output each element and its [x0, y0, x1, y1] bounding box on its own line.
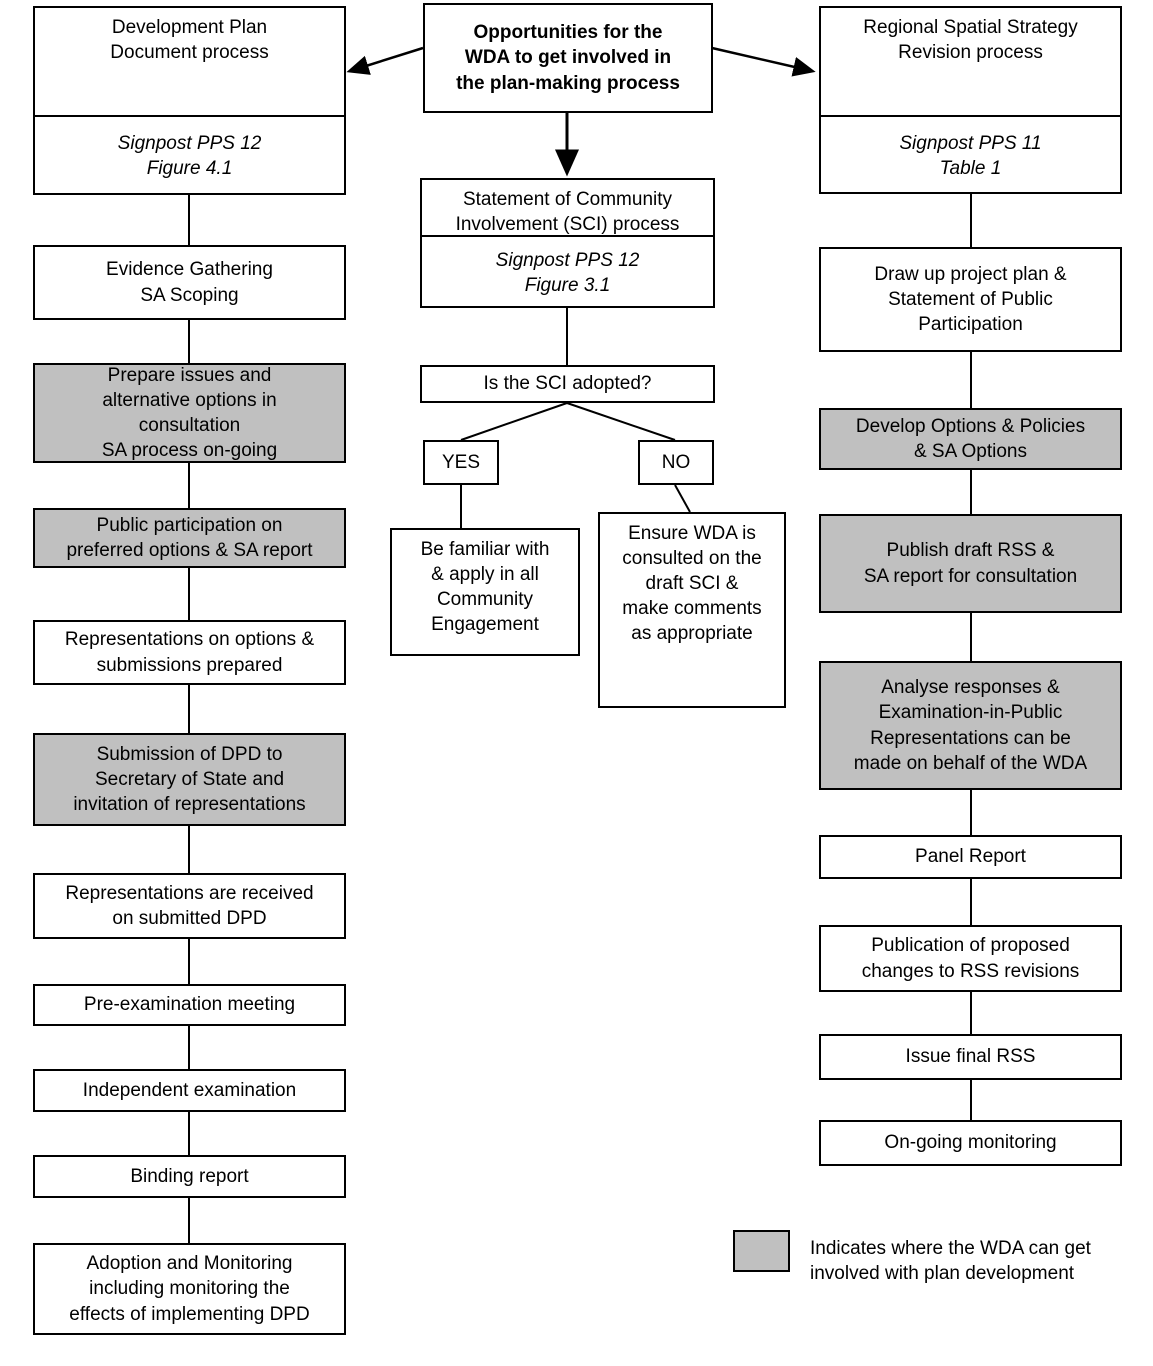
left-step-binding-report[interactable]: Binding report	[33, 1155, 346, 1198]
right-header-signpost-seg: Signpost PPS 11 Table 1	[821, 117, 1120, 192]
right-step-label: On-going monitoring	[884, 1132, 1057, 1154]
left-step-public-participation[interactable]: Public participation on preferred option…	[33, 508, 346, 568]
edge-no-to-outcome	[674, 484, 691, 513]
right-step-label: Analyse responses & Examination-in-Publi…	[853, 677, 1088, 774]
left-step-label: Public participation on preferred option…	[66, 514, 313, 561]
middle-branch-no-label: NO	[661, 451, 691, 473]
left-header-title-seg: Development Plan Document process	[35, 8, 344, 117]
right-step-analyse-responses[interactable]: Analyse responses & Examination-in-Publi…	[819, 661, 1122, 790]
left-header-signpost: Signpost PPS 12 Figure 4.1	[117, 133, 262, 180]
middle-decision-label: Is the SCI adopted?	[483, 373, 652, 395]
left-step-label: Evidence Gathering SA Scoping	[106, 259, 273, 306]
legend-swatch	[733, 1230, 790, 1272]
left-step-label: Prepare issues and alternative options i…	[101, 364, 278, 462]
left-step-representations-options[interactable]: Representations on options & submissions…	[33, 620, 346, 685]
middle-header-signpost: Signpost PPS 12 Figure 3.1	[495, 249, 640, 296]
right-step-ongoing-monitoring[interactable]: On-going monitoring	[819, 1120, 1122, 1166]
edge-title-to-left	[346, 46, 424, 75]
left-step-label: Independent examination	[82, 1079, 297, 1101]
left-header-title: Development Plan Document process	[110, 17, 269, 64]
left-step-adoption-monitoring[interactable]: Adoption and Monitoring including monito…	[33, 1243, 346, 1335]
right-step-label: Develop Options & Policies & SA Options	[855, 415, 1086, 462]
middle-header-signpost-seg: Signpost PPS 12 Figure 3.1	[422, 237, 713, 306]
left-step-evidence-gathering[interactable]: Evidence Gathering SA Scoping	[33, 245, 346, 320]
right-step-draw-up-project-plan[interactable]: Draw up project plan & Statement of Publ…	[819, 247, 1122, 352]
edge-decision-to-yes	[460, 402, 568, 441]
edge-title-to-right	[711, 46, 816, 77]
left-step-independent-examination[interactable]: Independent examination	[33, 1069, 346, 1112]
middle-branch-no[interactable]: NO	[638, 440, 714, 485]
right-step-develop-options[interactable]: Develop Options & Policies & SA Options	[819, 408, 1122, 470]
middle-outcome-yes[interactable]: Be familiar with & apply in all Communit…	[390, 528, 580, 656]
middle-branch-yes[interactable]: YES	[423, 440, 499, 485]
left-step-submission-dpd[interactable]: Submission of DPD to Secretary of State …	[33, 733, 346, 826]
middle-header-title-seg: Statement of Community Involvement (SCI)…	[422, 180, 713, 237]
right-step-publish-draft-rss[interactable]: Publish draft RSS & SA report for consul…	[819, 514, 1122, 613]
middle-outcome-yes-label: Be familiar with & apply in all Communit…	[420, 539, 550, 636]
right-header-signpost: Signpost PPS 11 Table 1	[899, 132, 1042, 179]
middle-decision-sci-adopted[interactable]: Is the SCI adopted?	[420, 365, 715, 403]
left-header-box[interactable]: Development Plan Document process Signpo…	[33, 6, 346, 195]
left-step-label: Binding report	[130, 1165, 249, 1187]
edge-decision-to-no	[566, 402, 676, 441]
title-box-label: Opportunities for the WDA to get involve…	[456, 22, 680, 94]
right-step-publication-proposed-changes[interactable]: Publication of proposed changes to RSS r…	[819, 925, 1122, 992]
left-step-label: Representations on options & submissions…	[64, 629, 315, 676]
left-step-label: Representations are received on submitte…	[65, 882, 314, 929]
right-header-box[interactable]: Regional Spatial Strategy Revision proce…	[819, 6, 1122, 194]
right-header-title-seg: Regional Spatial Strategy Revision proce…	[821, 8, 1120, 117]
right-step-label: Draw up project plan & Statement of Publ…	[874, 263, 1067, 336]
right-step-label: Publish draft RSS & SA report for consul…	[863, 540, 1078, 587]
left-header-signpost-seg: Signpost PPS 12 Figure 4.1	[35, 117, 344, 193]
right-step-panel-report[interactable]: Panel Report	[819, 835, 1122, 879]
left-step-label: Adoption and Monitoring including monito…	[69, 1253, 310, 1325]
middle-outcome-no[interactable]: Ensure WDA is consulted on the draft SCI…	[598, 512, 786, 708]
legend-text: Indicates where the WDA can get involved…	[810, 1238, 1091, 1285]
middle-header-box[interactable]: Statement of Community Involvement (SCI)…	[420, 178, 715, 308]
right-step-label: Panel Report	[915, 846, 1026, 868]
middle-branch-yes-label: YES	[441, 451, 481, 473]
right-step-label: Issue final RSS	[905, 1046, 1036, 1068]
left-step-representations-received[interactable]: Representations are received on submitte…	[33, 873, 346, 939]
right-step-label: Publication of proposed changes to RSS r…	[861, 935, 1080, 982]
middle-outcome-no-label: Ensure WDA is consulted on the draft SCI…	[622, 523, 762, 645]
left-step-label: Pre-examination meeting	[83, 994, 296, 1016]
middle-header-title: Statement of Community Involvement (SCI)…	[455, 189, 680, 236]
left-step-label: Submission of DPD to Secretary of State …	[73, 743, 306, 816]
right-header-title: Regional Spatial Strategy Revision proce…	[863, 17, 1078, 64]
left-step-prepare-issues[interactable]: Prepare issues and alternative options i…	[33, 363, 346, 463]
title-box[interactable]: Opportunities for the WDA to get involve…	[423, 3, 713, 113]
right-step-issue-final-rss[interactable]: Issue final RSS	[819, 1034, 1122, 1080]
left-step-pre-examination[interactable]: Pre-examination meeting	[33, 984, 346, 1026]
